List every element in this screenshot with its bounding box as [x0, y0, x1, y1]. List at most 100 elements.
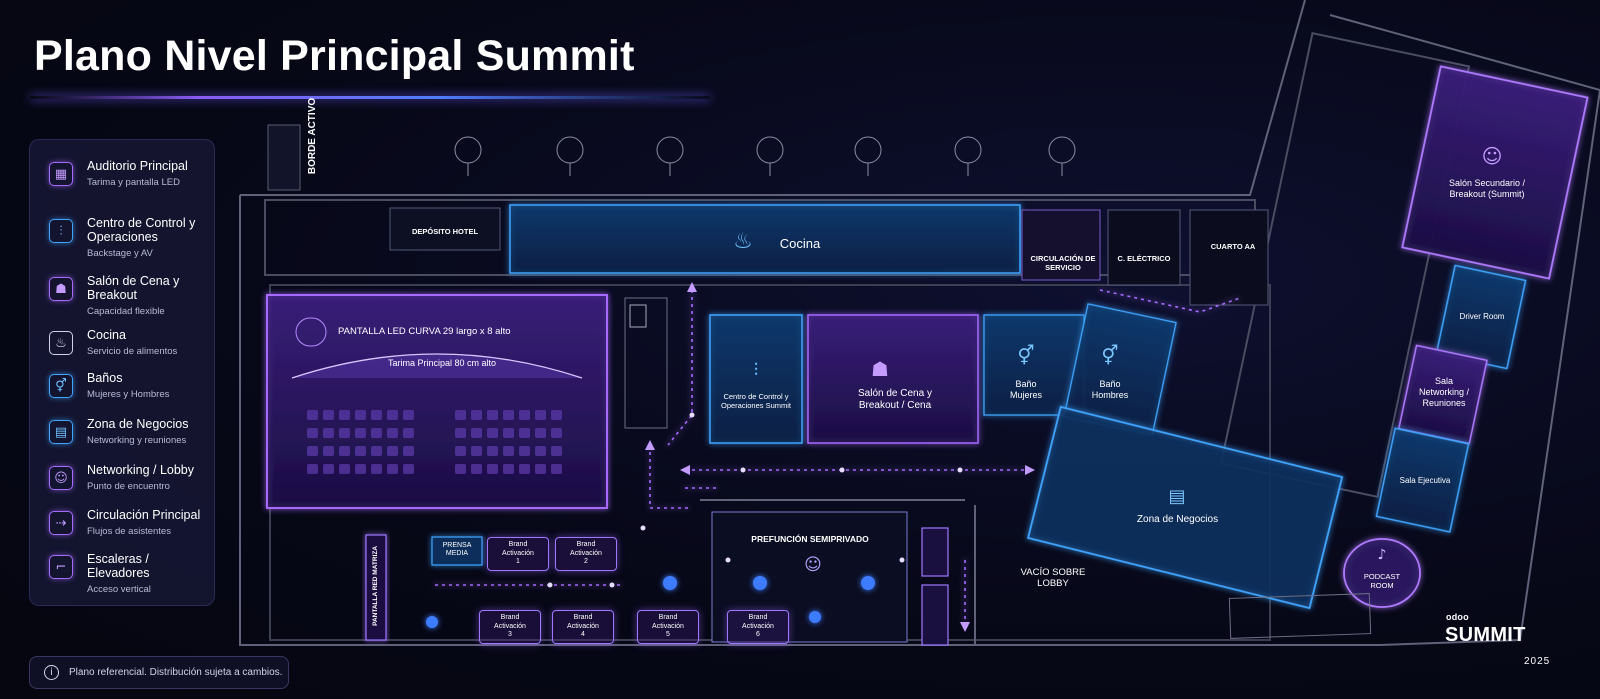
seat — [371, 428, 382, 438]
seat — [307, 464, 318, 474]
deposito-room — [389, 207, 501, 251]
seat — [307, 410, 318, 420]
seat — [307, 428, 318, 438]
seat — [355, 446, 366, 456]
sala-ejecutiva-label: Sala Ejecutiva — [1399, 476, 1451, 485]
tarima-label: Tarima Principal 80 cm alto — [387, 358, 497, 368]
seat — [487, 464, 498, 474]
seat — [487, 410, 498, 420]
prensa-label: PRENSA MEDIA — [442, 542, 472, 558]
seat — [503, 428, 514, 438]
legend-item-desc: Acceso vertical — [87, 584, 151, 595]
c-electrico-label: C. ELÉCTRICO — [1117, 254, 1171, 263]
seat — [471, 428, 482, 438]
zona-negocios-label: Zona de Negocios — [1136, 514, 1219, 525]
people-icon: ☺ — [804, 555, 822, 575]
seat — [323, 428, 334, 438]
podcast-label: PODCAST ROOM — [1363, 572, 1401, 590]
restroom-icon: ⚥ — [49, 374, 73, 398]
cocina-label: Cocina — [779, 236, 821, 251]
seat — [455, 410, 466, 420]
prefuncion-label: PREFUNCIÓN SEMIPRIVADO — [751, 534, 869, 544]
auditorio-seats — [307, 410, 562, 474]
control-sliders-icon: ⫶ — [754, 360, 759, 381]
legend-item-name: Baños — [87, 371, 123, 385]
seat — [519, 410, 530, 420]
flow-arrow-icon: ⇢ — [49, 511, 73, 535]
legend-item-desc: Capacidad flexible — [87, 306, 165, 317]
seat — [323, 446, 334, 456]
pantalla-red-room — [365, 534, 387, 641]
side-box-upper — [921, 527, 949, 577]
brand-activacion-4: Brand Activación 4 — [552, 610, 614, 644]
bano-mujeres-label: Baño Mujeres — [1009, 379, 1042, 400]
people-group-icon: ☺ — [1482, 144, 1503, 168]
deposito-label: DEPÓSITO HOTEL — [411, 227, 479, 236]
salon-secundario-label: Salón Secundario / Breakout (Summit) — [1448, 178, 1526, 199]
seat — [455, 464, 466, 474]
seat — [503, 446, 514, 456]
cocina-room — [509, 204, 1021, 274]
circulacion-servicio-label: CIRCULACIÓN DE SERVICIO — [1030, 254, 1096, 272]
legend-item-desc: Networking y reuniones — [87, 435, 187, 446]
seat — [551, 446, 562, 456]
dining-table-icon: ☗ — [871, 357, 889, 381]
microphone-icon: ♪ — [1378, 547, 1387, 563]
chef-hat-icon: ♨ — [733, 229, 753, 254]
seat — [371, 464, 382, 474]
seat — [455, 428, 466, 438]
sala-ejecutiva-room — [1375, 427, 1470, 533]
seat — [355, 464, 366, 474]
briefcase-icon: ▤ — [1168, 486, 1185, 507]
seat — [339, 446, 350, 456]
seat — [535, 446, 546, 456]
side-box-lower — [921, 584, 949, 646]
seat — [339, 428, 350, 438]
seat — [519, 446, 530, 456]
legend-item-desc: Flujos de asistentes — [87, 526, 171, 537]
legend-item-name: Circulación Principal — [87, 508, 201, 522]
seat — [403, 428, 414, 438]
brand-activacion-1: Brand Activación 1 — [487, 537, 549, 571]
odoo-logo-text: odoo — [1446, 612, 1469, 622]
c-electrico-room — [1107, 209, 1181, 286]
podcast-room — [1343, 538, 1421, 608]
control-sliders-icon: ⫶ — [49, 219, 73, 243]
seat — [355, 428, 366, 438]
chef-hat-icon: ♨ — [49, 331, 73, 355]
seat — [307, 446, 318, 456]
centro-control-label: Centro de Control y Operaciones Summit — [720, 392, 792, 410]
seat — [535, 410, 546, 420]
prensa-room — [431, 536, 483, 566]
seat — [471, 410, 482, 420]
summit-year: 2025 — [1524, 656, 1551, 667]
seat — [387, 446, 398, 456]
driver-room-label: Driver Room — [1459, 312, 1505, 321]
seat — [403, 464, 414, 474]
legend-item-desc: Tarima y pantalla LED — [87, 177, 180, 188]
pantalla-label: PANTALLA LED CURVA 29 largo x 8 alto — [338, 326, 511, 337]
legend-item-name: Cocina — [87, 328, 126, 342]
disclaimer-note: i Plano referencial. Distribución sujeta… — [29, 656, 289, 689]
seat — [471, 464, 482, 474]
seat — [551, 464, 562, 474]
seat — [371, 446, 382, 456]
restroom-men-icon: ⚥ — [1101, 344, 1118, 367]
seat — [535, 428, 546, 438]
seat — [455, 446, 466, 456]
theater-seats-icon: ▦ — [49, 162, 73, 186]
seat — [535, 464, 546, 474]
prefuncion-room — [711, 511, 908, 643]
brand-activacion-2: Brand Activación 2 — [555, 537, 617, 571]
legend-item-desc: Servicio de alimentos — [87, 346, 178, 357]
seat — [487, 428, 498, 438]
stairs-block — [624, 297, 668, 429]
